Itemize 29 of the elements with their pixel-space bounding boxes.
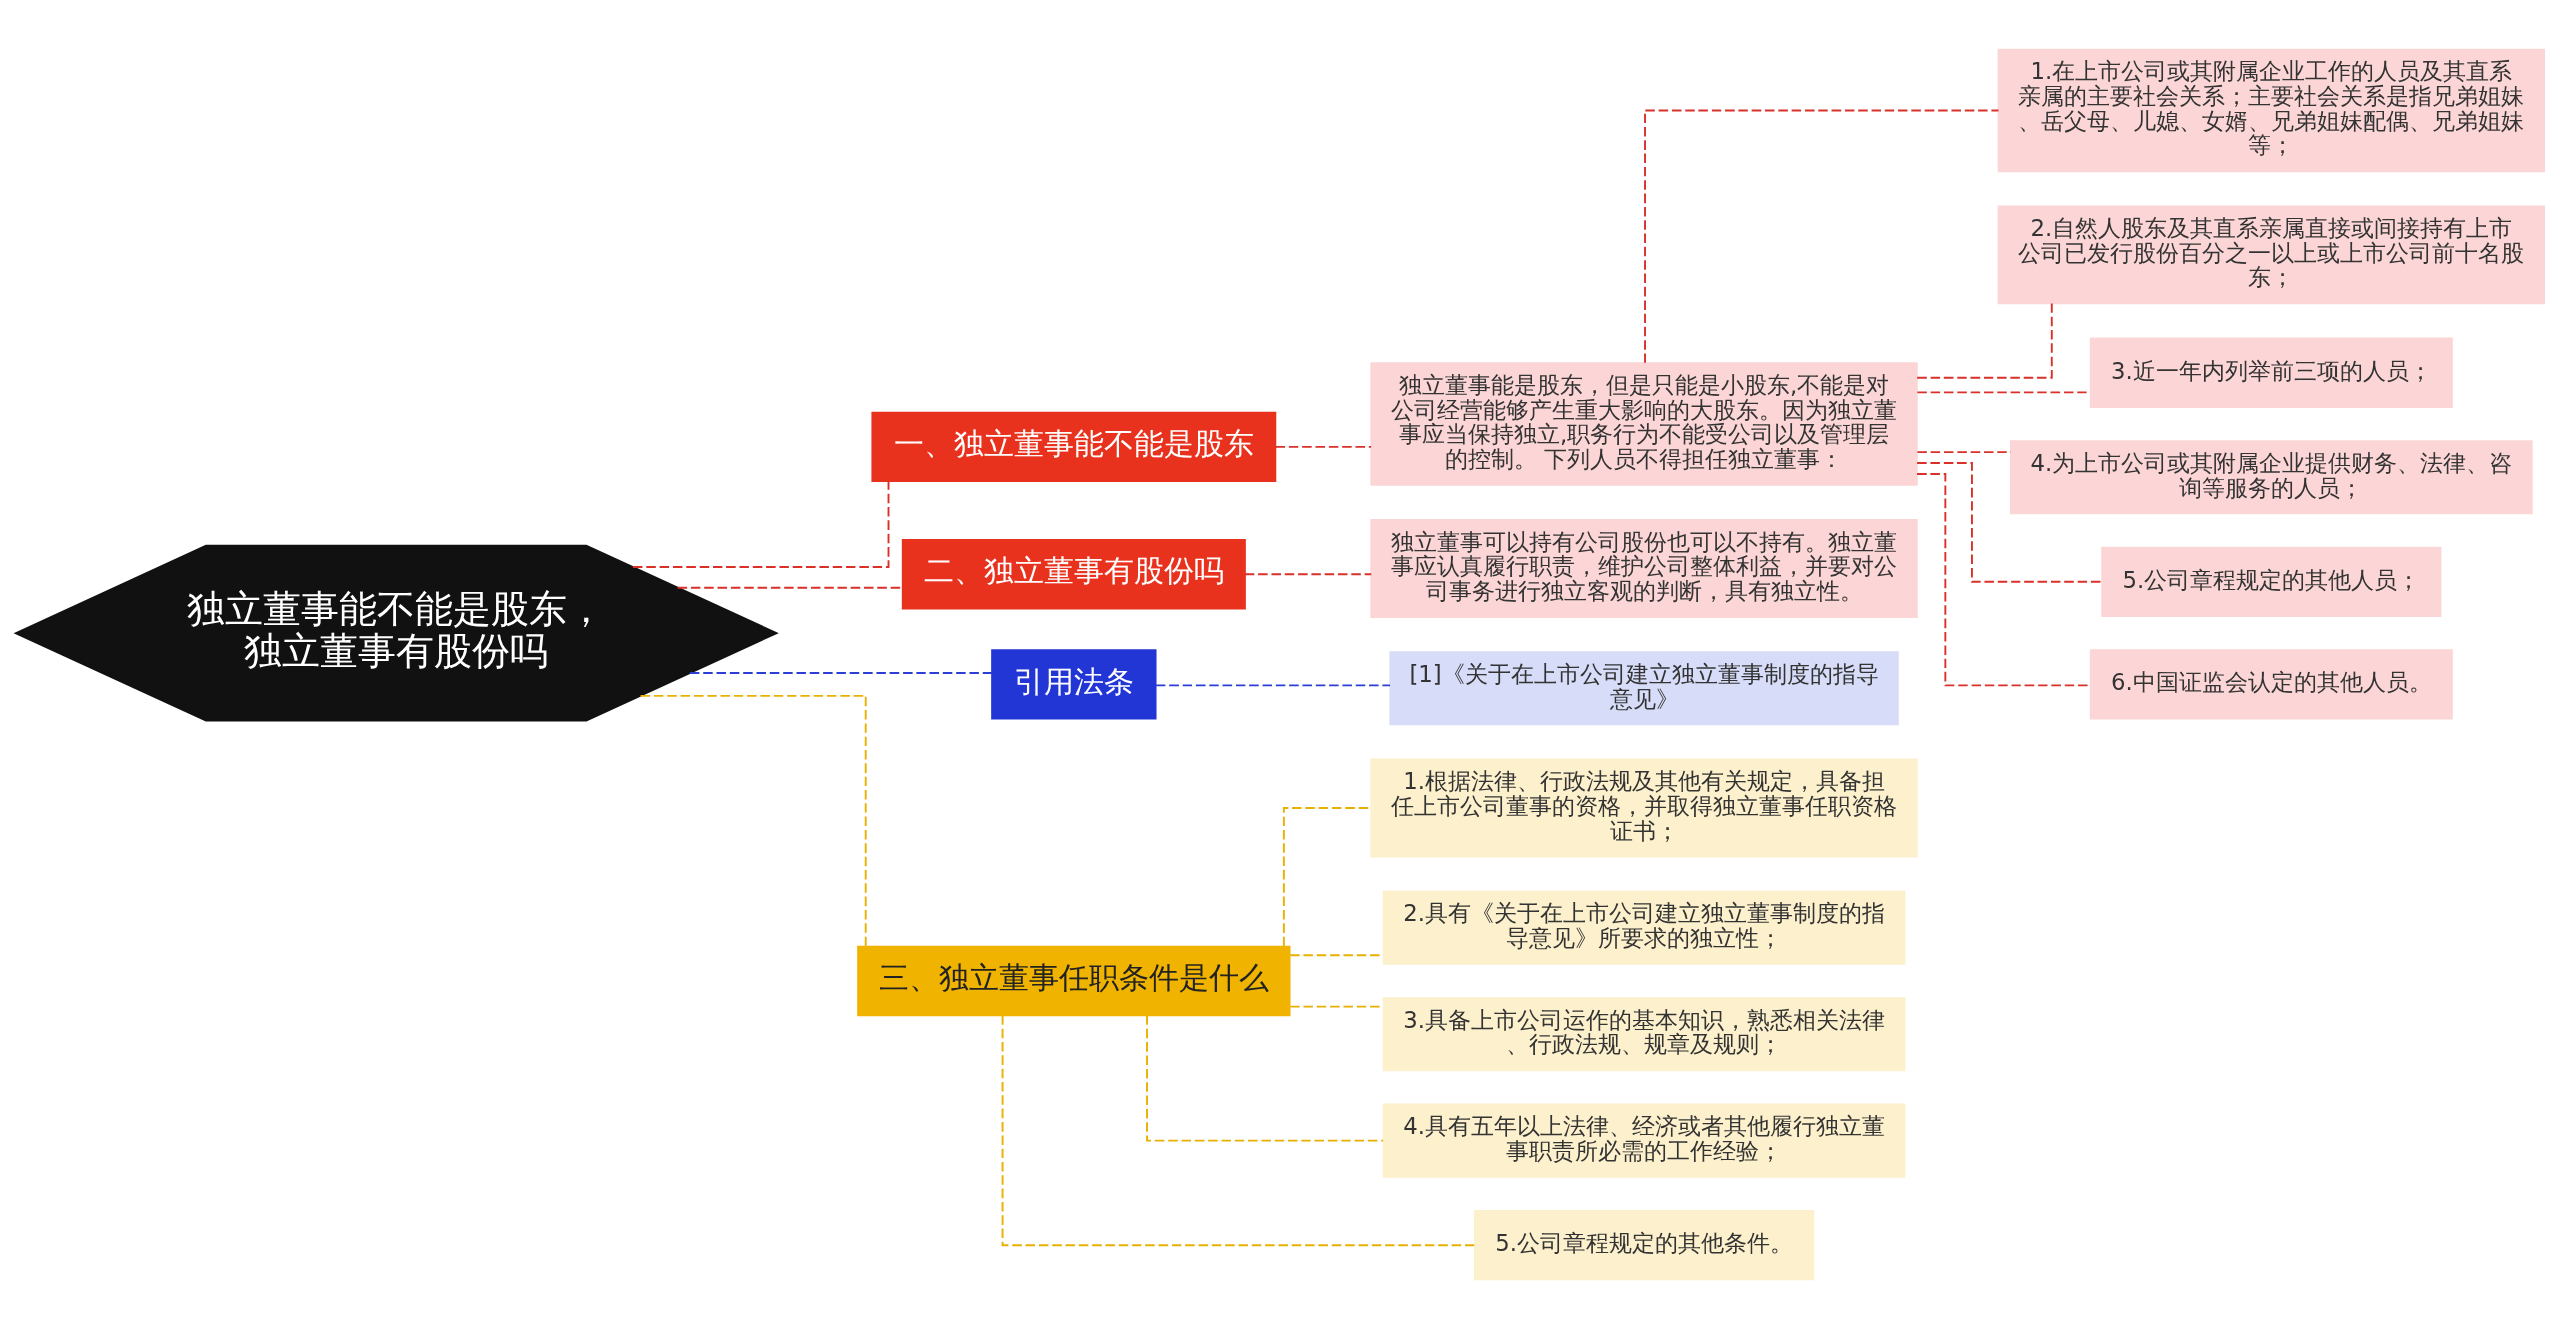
connector [689, 672, 993, 674]
connector [639, 694, 867, 948]
node-box: 5.公司章程规定的其他人员； [2101, 546, 2442, 617]
node-box: 3.具备上市公司运作的基本知识，熟悉相关法律、行政法规、规章及规则； [1382, 997, 1906, 1072]
node-box: 4.具有五年以上法律、经济或者其他履行独立董事职责所必需的工作经验； [1382, 1103, 1906, 1178]
connector [632, 480, 890, 568]
connector [1644, 109, 2000, 364]
node-box: [1]《关于在上市公司建立独立董事制度的指导意见》 [1389, 651, 1899, 726]
node-box: 3.近一年内列举前三项的人员； [2089, 337, 2453, 408]
node-box: 引用法条 [991, 649, 1157, 720]
node-box: 2.具有《关于在上市公司建立独立董事制度的指导意见》所要求的独立性； [1382, 890, 1906, 965]
node-box: 5.公司章程规定的其他条件。 [1473, 1210, 1815, 1281]
node-box: 一、独立董事能不能是股东 [871, 411, 1277, 483]
connector [1146, 1014, 1385, 1142]
node-box: 1.在上市公司或其附属企业工作的人员及其直系亲属的主要社会关系；主要社会关系是指兄弟姐妹、岳父母、儿媳、女婿、兄弟姐妹配偶、兄弟姐妹等； [1997, 48, 2546, 173]
connector [1916, 462, 2103, 583]
node-box: 二、独立董事有股份吗 [901, 539, 1246, 610]
node-box: 三、独立董事任职条件是什么 [857, 945, 1291, 1017]
node-box: 独立董事可以持有公司股份也可以不持有。独立董事应认真履行职责，维护公司整体利益，并要对公司事务进行独立客观的判断，具有独立性。 [1370, 519, 1918, 618]
node-box: 1.根据法律、行政法规及其他有关规定，具备担任上市公司董事的资格，并取得独立董事任职资格证书； [1370, 758, 1918, 858]
connector [1916, 302, 2053, 379]
connector [1244, 573, 1373, 576]
node-box: 2.自然人股东及其直系亲属直接或间接持有上市公司已发行股份百分之一以上或上市公司前十名股东； [1997, 205, 2546, 305]
node-box: 4.为上市公司或其附属企业提供财务、法律、咨询等服务的人员； [2009, 440, 2533, 515]
node-box: 独立董事能是股东，但是只能是小股东,不能是对公司经营能够产生重大影响的大股东。因为独立董事应当保持独立,职务行为不能受公司以及管理层的控制。 下列人员不得担任独立董事： [1370, 362, 1918, 486]
node-box: 6.中国证监会认定的其他人员。 [2089, 649, 2453, 720]
connector [1274, 445, 1373, 448]
connector [1155, 684, 1391, 687]
connector [1001, 1014, 1476, 1247]
